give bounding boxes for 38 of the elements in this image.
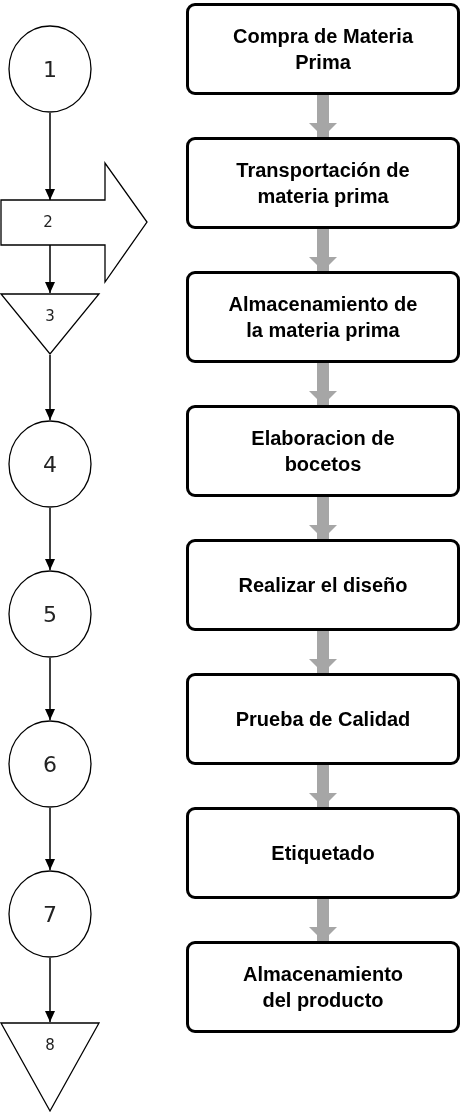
step-label: Almacenamiento de la materia prima <box>227 292 419 343</box>
step-number: 1 <box>43 56 57 82</box>
step-label: Elaboracion de bocetos <box>250 426 396 477</box>
step-number: 8 <box>45 1036 55 1054</box>
process-box <box>186 405 460 497</box>
step-number: 2 <box>43 213 53 231</box>
step-label: Almacenamiento del producto <box>241 962 405 1013</box>
block-arrow <box>309 95 337 137</box>
block-arrow <box>309 497 337 539</box>
step-label: Transportación de materia prima <box>235 158 411 209</box>
step-number: 7 <box>43 901 57 927</box>
process-box <box>186 3 460 95</box>
process-box <box>186 673 460 765</box>
block-arrow <box>309 229 337 271</box>
arrow <box>45 957 55 1023</box>
step-number: 3 <box>45 307 55 325</box>
arrow <box>45 112 55 201</box>
process-box <box>186 539 460 631</box>
block-arrow <box>309 631 337 673</box>
step-label: Prueba de Calidad <box>235 707 411 732</box>
process-box <box>186 137 460 229</box>
block-arrow <box>309 765 337 807</box>
step-number: 5 <box>43 601 57 627</box>
step-label: Compra de Materia Prima <box>231 24 415 75</box>
arrow <box>45 507 55 571</box>
process-box <box>186 807 460 899</box>
arrow <box>45 807 55 871</box>
step-label: Etiquetado <box>271 841 375 866</box>
arrow <box>45 657 55 721</box>
process-box <box>186 941 460 1033</box>
arrow <box>45 244 55 294</box>
step-label: Realizar el diseño <box>238 573 408 598</box>
block-arrow <box>309 363 337 405</box>
block-arrow <box>309 899 337 941</box>
step-number: 4 <box>43 451 57 477</box>
step-number: 6 <box>43 751 57 777</box>
process-box <box>186 271 460 363</box>
arrow <box>45 354 55 421</box>
